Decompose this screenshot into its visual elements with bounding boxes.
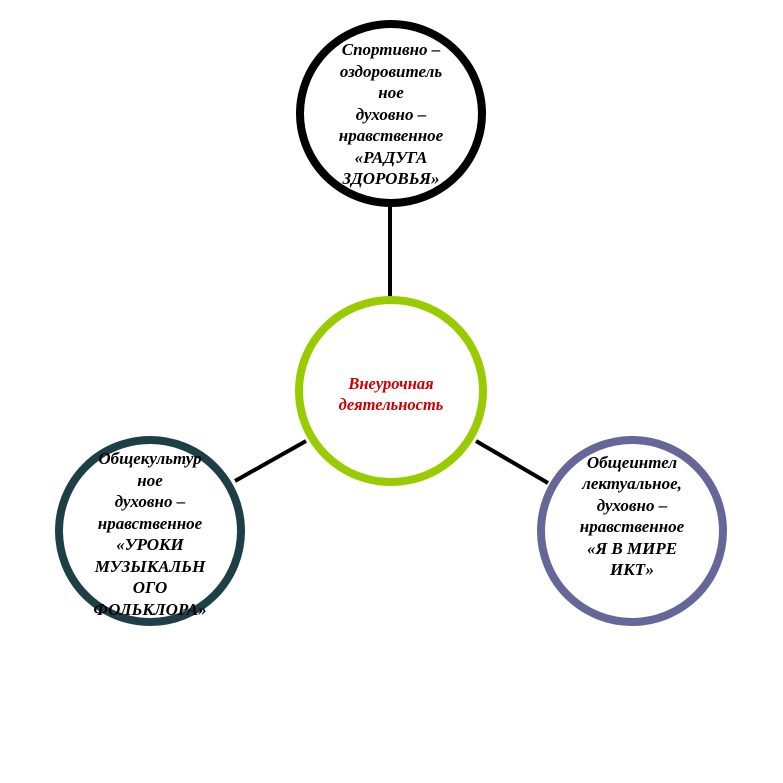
connector-right bbox=[474, 439, 550, 485]
node-sports-health: Спортивно – оздоровитель ное духовно – н… bbox=[296, 20, 486, 207]
node-general-cultural: Общекультур ное духовно – нравственное «… bbox=[55, 436, 245, 626]
node-general-intellectual-label: Общеинтел лектуальное, духовно – нравств… bbox=[579, 452, 685, 580]
node-sports-health-label: Спортивно – оздоровитель ное духовно – н… bbox=[338, 40, 444, 189]
node-extracurricular-center: Внеурочная деятельность bbox=[295, 296, 487, 486]
node-general-intellectual: Общеинтел лектуальное, духовно – нравств… bbox=[537, 436, 727, 626]
node-extracurricular-label: Внеурочная деятельность bbox=[338, 374, 444, 414]
node-general-cultural-label: Общекультур ное духовно – нравственное «… bbox=[93, 449, 207, 619]
connector-left bbox=[234, 439, 307, 483]
